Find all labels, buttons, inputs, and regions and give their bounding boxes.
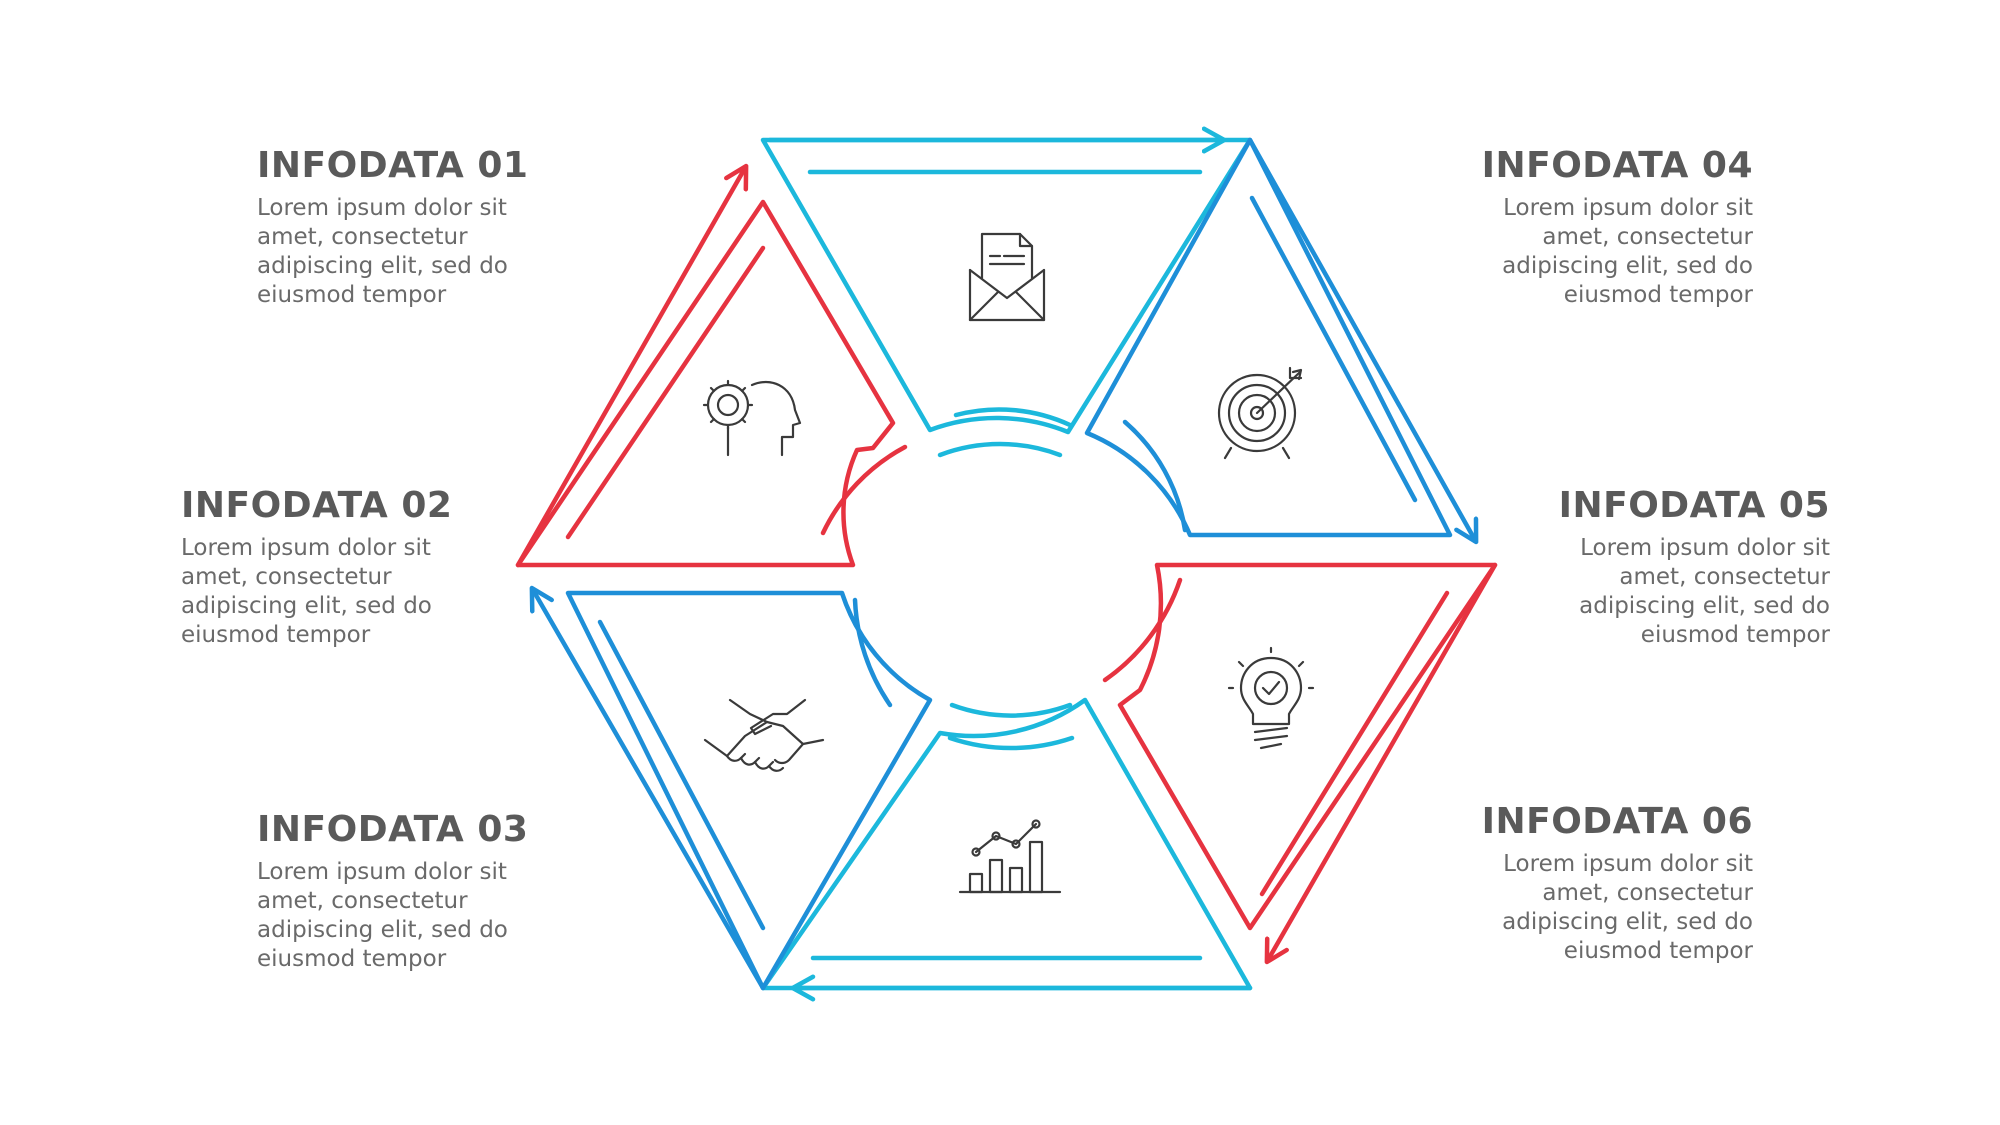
info-body-06: Lorem ipsum dolor sit amet, consectetur … xyxy=(1502,851,1753,964)
segment-01 xyxy=(515,163,908,568)
info-block-06: INFODATA 06 Lorem ipsum dolor sit amet, … xyxy=(1453,800,1753,966)
info-block-01: INFODATA 01 Lorem ipsum dolor sit amet, … xyxy=(257,144,557,310)
arrow-to-05 xyxy=(1247,137,1479,545)
info-title-03: INFODATA 03 xyxy=(257,809,529,850)
segment-04-arc-inner xyxy=(937,441,1063,458)
segment-03 xyxy=(760,697,1253,1002)
info-body-04: Lorem ipsum dolor sit amet, consectetur … xyxy=(1502,195,1753,308)
bar-chart-growth-icon xyxy=(958,819,1062,894)
lightbulb-check-icon xyxy=(1227,646,1315,750)
segment-05-arc xyxy=(1122,419,1188,533)
segment-04-arc xyxy=(953,407,1073,428)
segment-01-arc xyxy=(820,444,908,536)
info-block-05: INFODATA 05 Lorem ipsum dolor sit amet, … xyxy=(1530,484,1830,650)
segment-01-outline xyxy=(515,199,896,568)
info-body-05: Lorem ipsum dolor sit amet, consectetur … xyxy=(1579,535,1830,648)
info-body-02: Lorem ipsum dolor sit amet, consectetur … xyxy=(181,535,432,648)
info-title-05: INFODATA 05 xyxy=(1558,485,1830,526)
segment-01-inner-line xyxy=(565,245,766,540)
info-block-03: INFODATA 03 Lorem ipsum dolor sit amet, … xyxy=(257,808,557,974)
segment-06-outline xyxy=(1117,562,1498,931)
handshake-icon xyxy=(703,698,825,772)
info-block-02: INFODATA 02 Lorem ipsum dolor sit amet, … xyxy=(181,484,481,650)
arrow-to-02 xyxy=(529,585,766,991)
segment-06-inner-line xyxy=(1259,590,1450,897)
segment-03-arc xyxy=(949,702,1073,718)
segment-02-outline xyxy=(565,590,933,991)
arrow-to-06 xyxy=(1264,562,1498,965)
info-title-06: INFODATA 06 xyxy=(1481,801,1753,842)
segment-05-outline xyxy=(1084,137,1453,538)
info-title-04: INFODATA 04 xyxy=(1481,145,1753,186)
segment-06-arc xyxy=(1102,577,1183,683)
segment-04 xyxy=(760,126,1253,458)
arrow-to-01 xyxy=(515,163,749,568)
segment-02 xyxy=(529,585,933,991)
segment-05 xyxy=(1084,137,1479,545)
info-title-01: INFODATA 01 xyxy=(257,145,529,186)
segment-04-outline xyxy=(760,137,1253,435)
info-title-02: INFODATA 02 xyxy=(181,485,453,526)
segment-06 xyxy=(1102,562,1498,965)
info-body-01: Lorem ipsum dolor sit amet, consectetur … xyxy=(257,195,508,308)
segment-03-arc-outer xyxy=(947,735,1075,751)
envelope-letter-icon xyxy=(968,232,1046,322)
segment-05-inner-line xyxy=(1249,195,1418,503)
head-gear-icon xyxy=(702,379,802,457)
target-arrow-icon xyxy=(1217,366,1303,460)
info-block-04: INFODATA 04 Lorem ipsum dolor sit amet, … xyxy=(1453,144,1753,310)
segment-02-arc xyxy=(852,597,893,708)
info-body-03: Lorem ipsum dolor sit amet, consectetur … xyxy=(257,859,508,972)
segment-03-outline xyxy=(760,697,1253,991)
segment-02-inner-line xyxy=(597,619,766,931)
